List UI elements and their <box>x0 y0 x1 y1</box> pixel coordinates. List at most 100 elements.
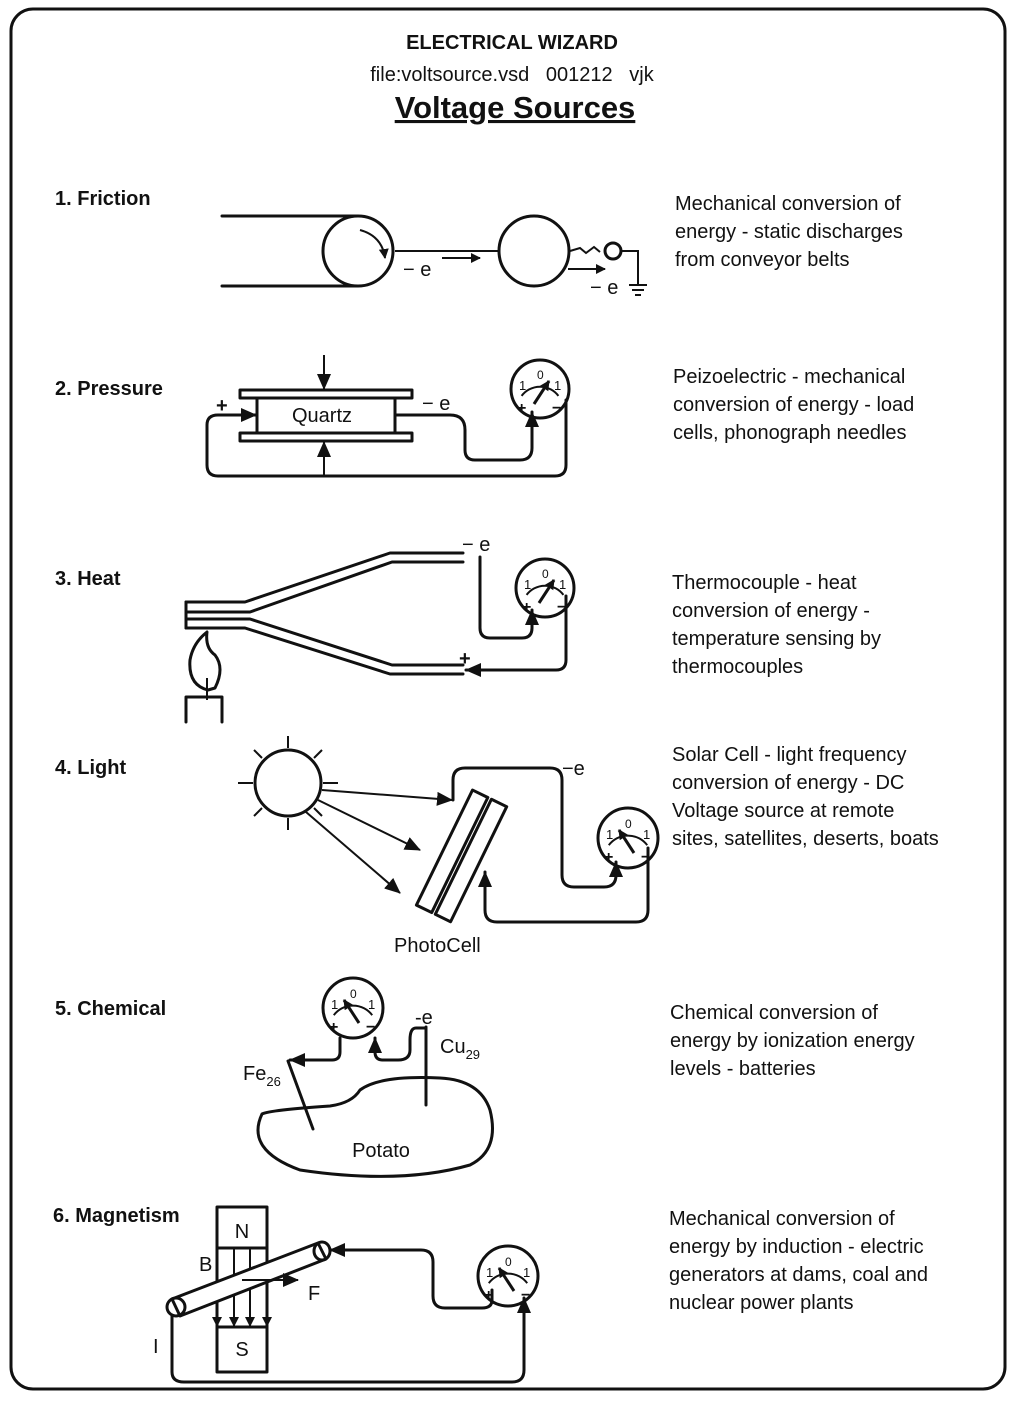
desc-line: sites, satellites, deserts, boats <box>672 828 939 850</box>
electron-label: -e <box>415 1007 433 1029</box>
electron-label: − e <box>422 393 450 415</box>
meter-right-label: 1 <box>523 1265 530 1280</box>
thermocouple-wire-b-outer <box>184 626 465 676</box>
south-pole-label: S <box>235 1339 248 1361</box>
section-label-friction: 1. Friction <box>55 188 151 210</box>
copper-label: Cu29 <box>440 1036 480 1062</box>
meter-face <box>509 358 571 420</box>
ground-wire <box>621 250 639 285</box>
desc-line: cells, phonograph needles <box>673 422 907 444</box>
thermocouple-wire-a-inner <box>184 560 465 614</box>
meter-zero-label: 0 <box>542 567 549 581</box>
meter-minus-label: − <box>521 1287 530 1304</box>
desc-line: conversion of energy - load <box>673 394 914 416</box>
meter-right-label: 1 <box>559 577 566 592</box>
desc-line: energy - static discharges <box>675 221 903 243</box>
return-wire <box>205 398 568 478</box>
meter-right-label: 1 <box>643 827 650 842</box>
plus-label: + <box>216 395 228 417</box>
desc-friction: Mechanical conversion of energy - static… <box>675 193 903 271</box>
iron-atomic-number: 26 <box>266 1074 280 1089</box>
meter-left-label: 1 <box>519 378 526 393</box>
desc-line: Thermocouple - heat <box>672 572 857 594</box>
light-ray-arrow-icon <box>321 789 453 806</box>
thermocouple-wire-b-inner <box>184 617 465 667</box>
electron-label: − e <box>590 277 618 299</box>
spark-icon <box>569 245 601 255</box>
desc-line: Voltage source at remote <box>672 800 894 822</box>
iron-symbol: Fe <box>243 1063 266 1085</box>
meter-face <box>476 1244 540 1308</box>
org-title: ELECTRICAL WIZARD <box>406 32 618 54</box>
meter-zero-label: 0 <box>505 1255 512 1269</box>
meter-needle-icon <box>532 380 551 405</box>
return-wire <box>464 594 568 677</box>
meter-zero-label: 0 <box>625 817 632 831</box>
meter-face <box>596 806 660 870</box>
desc-chemical: Chemical conversion of energy by ionizat… <box>670 1002 915 1080</box>
voltmeter: 01 1 + − <box>514 557 576 619</box>
friction-diagram: − e − e <box>220 214 647 299</box>
desc-line: generators at dams, coal and <box>669 1264 928 1286</box>
copper-atomic-number: 29 <box>466 1047 480 1062</box>
desc-line: nuclear power plants <box>669 1292 854 1314</box>
light-ray-arrow-icon <box>317 799 421 851</box>
meter-minus-label: − <box>552 400 561 417</box>
electron-label: − e <box>462 534 490 556</box>
file-line: file:voltsource.vsd 001212 vjk <box>370 64 654 86</box>
desc-pressure: Peizoelectric - mechanical conversion of… <box>673 366 914 444</box>
desc-line: Solar Cell - light frequency <box>672 744 907 766</box>
iron-electrode <box>286 1059 315 1131</box>
desc-line: Peizoelectric - mechanical <box>673 366 905 388</box>
wire-to-iron <box>288 1036 342 1067</box>
meter-right-label: 1 <box>368 997 375 1012</box>
section-label-light: 4. Light <box>55 757 126 779</box>
photocell <box>414 788 509 924</box>
section-label-pressure: 2. Pressure <box>55 378 163 400</box>
electron-label: − e <box>403 259 431 281</box>
thermocouple-wire-a-outer <box>184 551 465 604</box>
meter-zero-label: 0 <box>537 368 544 382</box>
meter-minus-label: − <box>557 599 566 616</box>
wire-to-meter <box>368 1026 428 1062</box>
desc-light: Solar Cell - light frequency conversion … <box>672 744 939 850</box>
photocell-label: PhotoCell <box>394 935 481 957</box>
collector-sphere <box>497 214 571 288</box>
sun-icon <box>238 736 338 830</box>
meter-zero-label: 0 <box>350 987 357 1001</box>
desc-line: from conveyor belts <box>675 249 850 271</box>
north-pole-label: N <box>235 1221 249 1243</box>
section-label-magnetism: 6. Magnetism <box>53 1205 180 1227</box>
page-title: Voltage Sources <box>395 90 636 125</box>
meter-left-label: 1 <box>331 997 338 1012</box>
wire-to-meter <box>451 766 623 889</box>
desc-magnetism: Mechanical conversion of energy by induc… <box>669 1208 928 1314</box>
rotation-arrow-icon <box>359 229 389 259</box>
meter-minus-label: − <box>641 849 650 866</box>
meter-plus-label: + <box>522 599 531 616</box>
meter-right-label: 1 <box>554 378 561 393</box>
light-ray-arrow-icon <box>305 811 401 894</box>
section-label-chemical: 5. Chemical <box>55 998 166 1020</box>
desc-line: conversion of energy - <box>672 600 870 622</box>
meter-left-label: 1 <box>524 577 531 592</box>
meter-plus-label: + <box>484 1287 493 1304</box>
meter-face <box>321 976 385 1040</box>
belt-roller <box>321 214 395 288</box>
wire-to-meter <box>478 555 539 640</box>
meter-left-label: 1 <box>606 827 613 842</box>
copper-symbol: Cu <box>440 1036 466 1058</box>
desc-line: temperature sensing by <box>672 628 881 650</box>
field-label: B <box>199 1254 212 1276</box>
desc-line: energy by induction - electric <box>669 1236 924 1258</box>
desc-line: conversion of energy - DC <box>672 772 904 794</box>
return-wire <box>478 846 650 924</box>
